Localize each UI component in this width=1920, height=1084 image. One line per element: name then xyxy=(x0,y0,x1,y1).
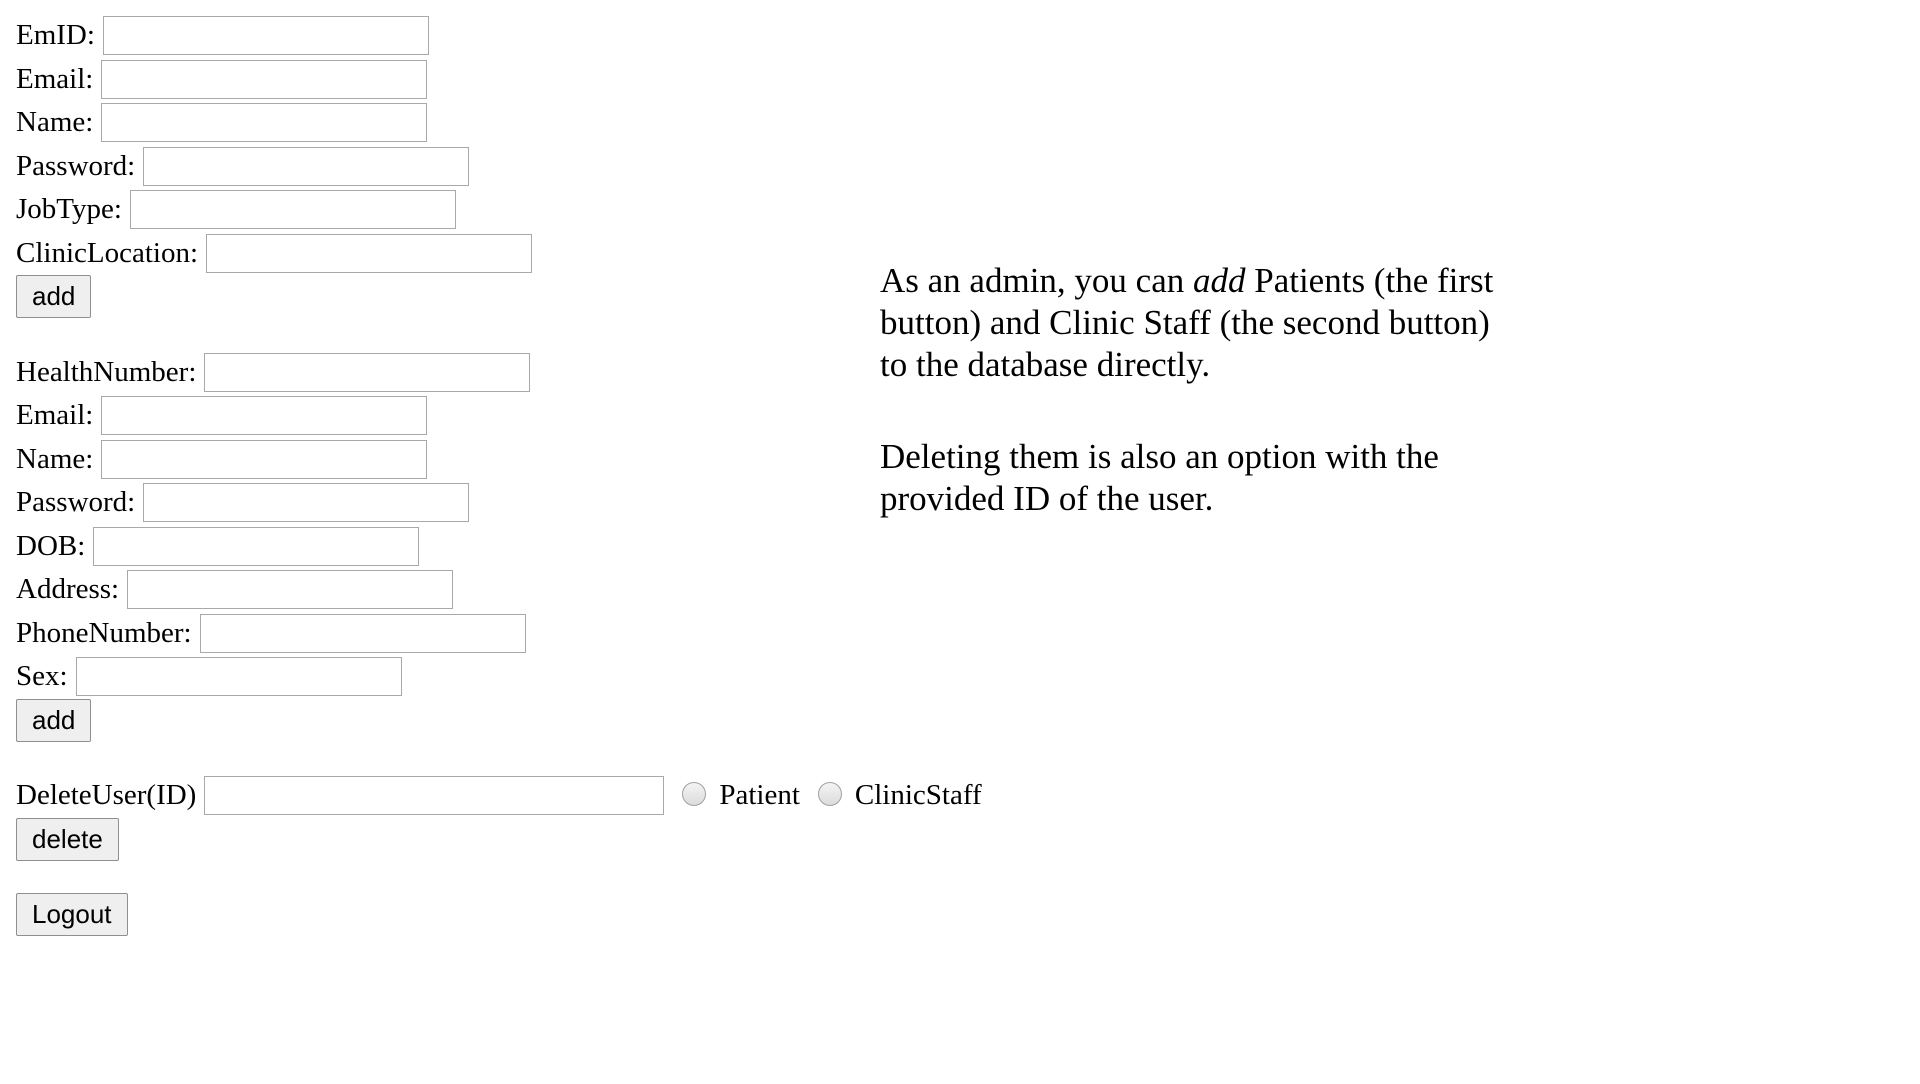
add-patient-button[interactable]: add xyxy=(16,698,92,742)
delete-button[interactable]: delete xyxy=(16,817,119,861)
info-paragraph-delete: Deleting them is also an option with the… xyxy=(880,437,1439,518)
staff-email-row: Email: xyxy=(16,58,982,102)
delete-user-id-input[interactable] xyxy=(204,776,665,816)
staff-cliniclocation-row: ClinicLocation: xyxy=(16,232,982,276)
patient-password-row: Password: xyxy=(16,481,982,525)
staff-jobtype-input[interactable] xyxy=(129,190,456,230)
patient-password-label: Password: xyxy=(16,486,136,519)
patient-email-label: Email: xyxy=(16,399,94,432)
patient-submit-row: add xyxy=(16,698,982,743)
staff-password-row: Password: xyxy=(16,145,982,189)
patient-radio-label: Patient xyxy=(719,779,800,812)
patient-name-row: Name: xyxy=(16,438,982,482)
staff-cliniclocation-label: ClinicLocation: xyxy=(16,236,199,269)
staff-cliniclocation-input[interactable] xyxy=(206,233,533,273)
add-staff-button[interactable]: add xyxy=(16,275,92,319)
staff-emid-label: EmID: xyxy=(16,19,95,52)
patient-name-input[interactable] xyxy=(101,439,428,479)
staff-submit-row: add xyxy=(16,275,982,319)
info-paragraph-add: As an admin, you can add Patients (the f… xyxy=(880,260,1520,386)
staff-email-input[interactable] xyxy=(101,59,428,99)
delete-form: DeleteUser(ID) Patient ClinicStaff delet… xyxy=(16,774,982,861)
admin-info-text: As an admin, you can add Patients (the f… xyxy=(880,260,1520,570)
staff-email-label: Email: xyxy=(16,62,94,95)
patient-phonenumber-input[interactable] xyxy=(199,613,526,653)
info-text: As an admin, you can xyxy=(880,261,1193,300)
patient-email-input[interactable] xyxy=(101,396,428,436)
logout-button[interactable]: Logout xyxy=(16,893,128,937)
info-emphasis: add xyxy=(1192,261,1246,300)
patient-phonenumber-row: PhoneNumber: xyxy=(16,612,982,656)
patient-sex-label: Sex: xyxy=(16,660,68,693)
clinicstaff-radio-label: ClinicStaff xyxy=(854,779,982,812)
patient-address-row: Address: xyxy=(16,568,982,612)
staff-jobtype-row: JobType: xyxy=(16,188,982,232)
forms-column: EmID: Email: Name: Password: JobType: Cl… xyxy=(16,14,982,937)
patient-radio[interactable] xyxy=(682,781,707,806)
clinicstaff-radio[interactable] xyxy=(817,781,842,806)
delete-user-row: DeleteUser(ID) Patient ClinicStaff xyxy=(16,774,982,818)
staff-form: EmID: Email: Name: Password: JobType: Cl… xyxy=(16,14,982,319)
patient-dob-label: DOB: xyxy=(16,529,86,562)
staff-name-label: Name: xyxy=(16,106,94,139)
staff-jobtype-label: JobType: xyxy=(16,193,122,226)
logout-row: Logout xyxy=(16,893,982,937)
patient-dob-row: DOB: xyxy=(16,525,982,569)
staff-password-input[interactable] xyxy=(143,146,470,186)
spacer xyxy=(16,742,982,774)
patient-dob-input[interactable] xyxy=(93,526,420,566)
patient-healthnumber-input[interactable] xyxy=(204,352,531,392)
spacer xyxy=(16,319,982,351)
patient-healthnumber-label: HealthNumber: xyxy=(16,355,197,388)
patient-password-input[interactable] xyxy=(143,483,470,523)
patient-email-row: Email: xyxy=(16,394,982,438)
delete-submit-row: delete xyxy=(16,817,982,862)
delete-user-label: DeleteUser(ID) xyxy=(16,779,197,812)
staff-name-input[interactable] xyxy=(101,103,428,143)
patient-address-label: Address: xyxy=(16,573,120,606)
patient-healthnumber-row: HealthNumber: xyxy=(16,351,982,395)
patient-sex-row: Sex: xyxy=(16,655,982,699)
staff-name-row: Name: xyxy=(16,101,982,145)
staff-emid-row: EmID: xyxy=(16,14,982,58)
spacer xyxy=(16,861,982,893)
patient-address-input[interactable] xyxy=(127,570,454,610)
patient-name-label: Name: xyxy=(16,442,94,475)
info-text: Patients (the first button) and Clinic S… xyxy=(880,261,1494,384)
patient-sex-input[interactable] xyxy=(75,657,402,697)
staff-emid-input[interactable] xyxy=(102,16,429,56)
patient-form: HealthNumber: Email: Name: Password: DOB… xyxy=(16,351,982,743)
patient-phonenumber-label: PhoneNumber: xyxy=(16,616,192,649)
staff-password-label: Password: xyxy=(16,149,136,182)
